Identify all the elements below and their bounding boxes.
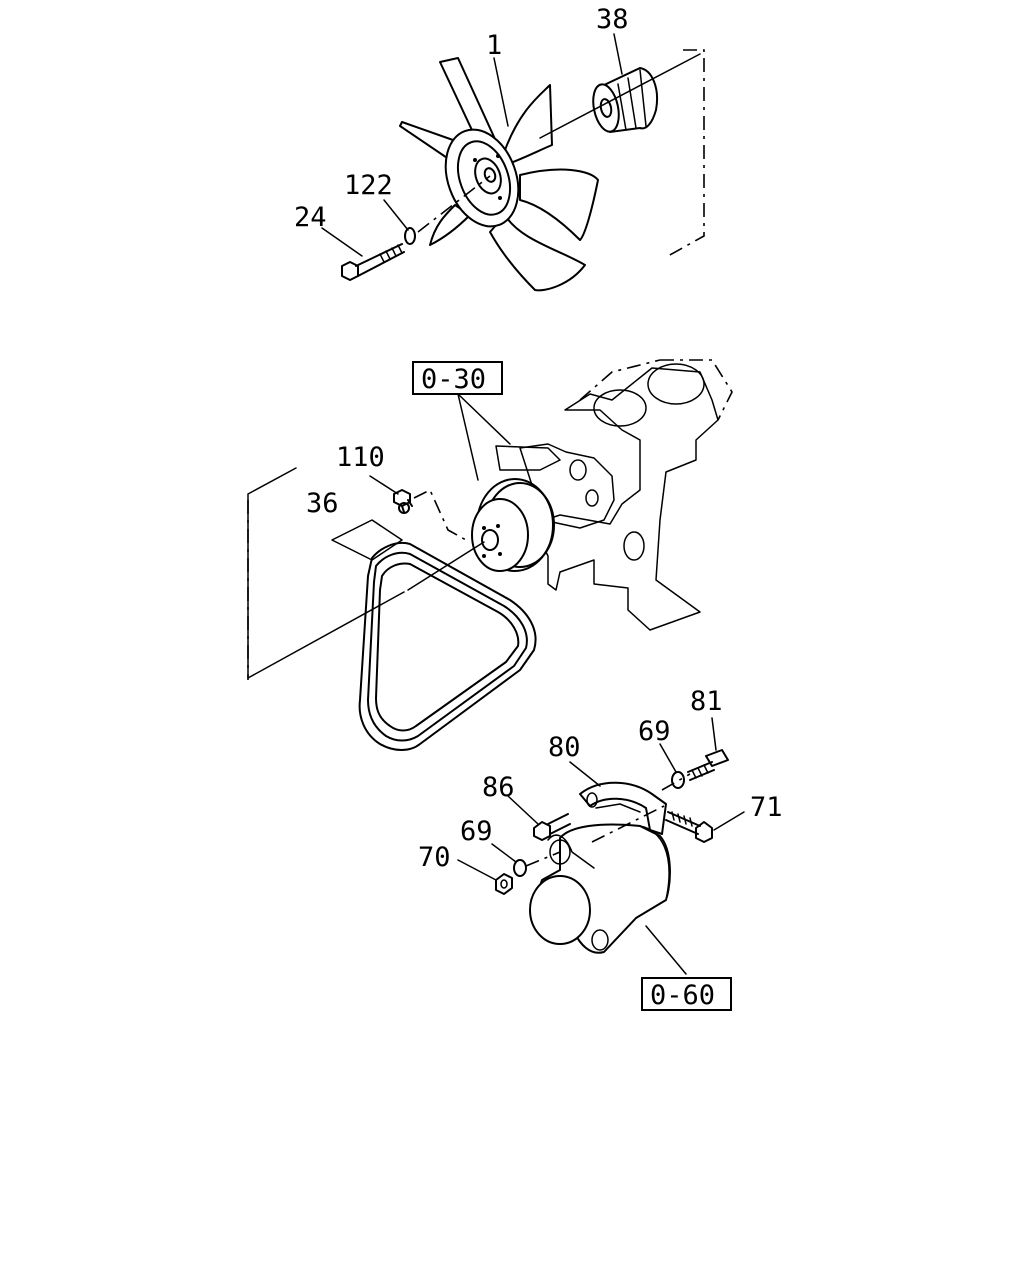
water-pump-pulley <box>471 478 555 572</box>
reference-label-0-30: 0-30 <box>421 364 486 395</box>
washer-upper <box>671 771 685 789</box>
nut-center-line <box>525 851 561 867</box>
fan-assembly-bracket <box>667 49 705 257</box>
bar-center-line <box>591 805 665 843</box>
callout-70: 70 <box>418 842 451 873</box>
bar-bolt <box>533 813 571 841</box>
engine-block <box>495 359 733 631</box>
fan-spacer <box>592 67 658 133</box>
callout-38: 38 <box>596 4 629 35</box>
reference-box-0-60[interactable]: 0-60 <box>641 977 732 1011</box>
callout-81: 81 <box>690 686 723 717</box>
callout-1: 1 <box>486 30 502 61</box>
washer-lower <box>513 859 527 877</box>
belt-leader <box>407 541 485 591</box>
callout-71: 71 <box>750 792 783 823</box>
callout-86: 86 <box>482 772 515 803</box>
callout-69-upper: 69 <box>638 716 671 747</box>
v-belt <box>358 542 537 751</box>
callout-69-lower: 69 <box>460 816 493 847</box>
spacer-leader <box>539 53 701 139</box>
mounting-bolt <box>665 811 713 843</box>
reference-box-0-30[interactable]: 0-30 <box>412 361 503 395</box>
leader-lines <box>321 33 745 975</box>
hex-nut <box>495 873 513 895</box>
callout-110: 110 <box>336 442 385 473</box>
adjusting-bar <box>579 781 667 835</box>
callout-36: 36 <box>306 488 339 519</box>
fan-bolt <box>341 243 405 281</box>
reference-label-0-60: 0-60 <box>650 980 715 1011</box>
lock-washer <box>404 227 416 245</box>
callout-122: 122 <box>344 170 393 201</box>
bolt-center-line <box>413 488 467 541</box>
adjust-bolt <box>687 749 729 781</box>
adjust-center-line <box>661 773 691 791</box>
cooling-fan <box>399 57 599 292</box>
callout-80: 80 <box>548 732 581 763</box>
callout-24: 24 <box>294 202 327 233</box>
alternator <box>529 823 671 954</box>
